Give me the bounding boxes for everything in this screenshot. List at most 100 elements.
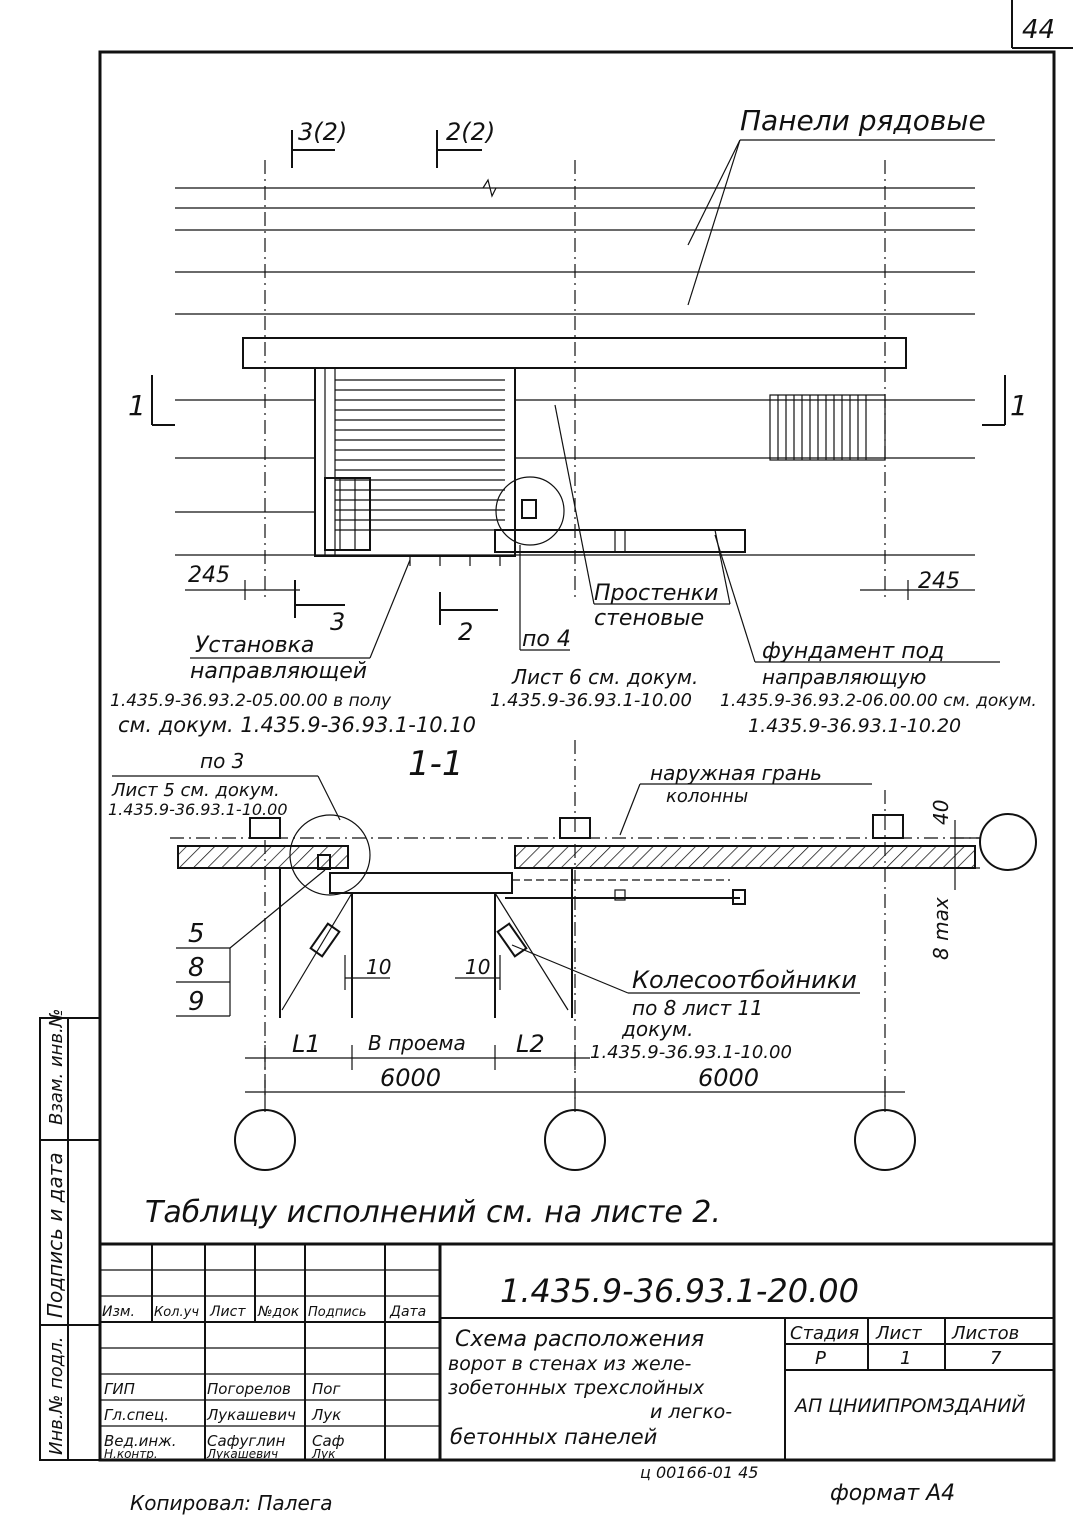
doc-title-2: ворот в стенах из желе- [448,1353,692,1375]
node-4-label-1: по 4 [522,627,571,652]
axis-bubble-1 [234,1109,296,1171]
node-4-label-2: Лист 6 см. докум. [511,665,698,689]
doc-title-1: Схема расположения [455,1327,704,1352]
panels-label: Панели рядовые [740,104,986,137]
outer-face-label-1: наружная грань [650,761,822,785]
piers-label-1: Простенки [594,581,718,606]
dim-6000-left: 6000 [380,1064,441,1092]
callout-5: 5 [188,919,205,949]
stage-value: Р [815,1348,826,1369]
doc-title-4: и легко- [650,1401,732,1423]
callout-9: 9 [188,987,205,1017]
hdr-sheet: Лист [209,1304,246,1320]
hdr-date: Дата [389,1304,426,1320]
dim-6000-right: 6000 [698,1064,759,1092]
node-4-label-3: 1.435.9-36.93.1-10.00 [490,690,692,711]
wheel-guard-label-1: Колесоотбойники [632,966,857,994]
dim-245-left: 245 [188,563,230,588]
outer-face-label-2: колонны [666,786,748,807]
guide-install-2: направляющей [190,659,367,684]
hdr-change: Изм. [102,1304,135,1320]
wall-elevation: 3(2) 2(2) Панели рядовые 1 1 245 245 3 2… [110,104,1037,737]
sign-4: Лук [311,1447,336,1461]
dim-L2: L2 [516,1030,545,1058]
dim-10-right: 10 [465,955,490,979]
node-3-circle [289,814,371,896]
role-4: Н.контр. [104,1447,158,1461]
sheet-label: Лист [875,1323,922,1344]
section-1-left: 1 [128,389,146,422]
guide-install-1: Установка [195,633,314,658]
dim-10-left: 10 [366,955,391,979]
foundation-label-2: направляющую [762,665,926,689]
axis-bubble-2 [544,1109,606,1171]
axis-bubble-row [979,813,1037,871]
wall-panel-right [514,845,976,869]
designation: 1.435.9-36.93.1-20.00 [500,1272,859,1310]
stage-label: Стадия [790,1323,859,1344]
sheet-frame [98,50,1056,1462]
foundation-label-3: 1.435.9-36.93.2-06.00.00 см. докум. [720,691,1037,711]
order-code: ц 00166-01 45 [640,1463,758,1482]
dim-245-right: 245 [918,569,960,594]
guide-install-4: см. докум. 1.435.9-36.93.1-10.10 [118,713,476,737]
sheets-value: 7 [990,1348,1002,1369]
page-number: 44 [1022,15,1055,45]
doc-title-3: зобетонных трехслойных [448,1377,705,1399]
doc-title-5: бетонных панелей [450,1425,657,1449]
foundation-label-4: 1.435.9-36.93.1-10.20 [748,715,961,737]
hdr-docno: №док [257,1304,300,1320]
role-2: Гл.спец. [104,1406,169,1424]
role-3: Вед.инж. [104,1432,177,1450]
sheets-label: Листов [951,1323,1019,1344]
wall-panel-left [177,845,349,869]
execution-table-note: Таблицу исполнений см. на листе 2. [145,1195,721,1230]
name-4: Лукашевич [206,1447,278,1461]
axis-bubble-3 [854,1109,916,1171]
copied-by: Копировал: Палега [130,1491,333,1515]
guide-install-3: 1.435.9-36.93.2-05.00.00 в полу [110,691,392,711]
wheel-guard-right [496,922,528,958]
section-title: 1-1 [408,744,464,784]
callout-8: 8 [188,953,205,983]
dim-L1: L1 [292,1030,321,1058]
role-1: ГИП [104,1380,135,1398]
side-replace-inv: Взам. инв.№ [46,1009,67,1126]
sign-3: Саф [312,1432,345,1450]
hdr-count: Кол.уч [154,1305,199,1320]
sign-2: Лук [311,1406,341,1424]
hdr-signature: Подпись [308,1305,366,1320]
foundation-label-1: фундамент под [762,639,944,664]
side-stamp: Взам. инв.№ Подпись и дата Инв.№ подл. [39,1009,101,1461]
sign-1: Пог [312,1380,340,1398]
name-2: Лукашевич [206,1406,296,1424]
title-block: 1.435.9-36.93.1-20.00 Изм. Кол.уч Лист №… [100,1242,1054,1461]
name-1: Погорелов [207,1380,291,1398]
node-3-label-1: по 3 [200,749,244,773]
dim-opening: В проема [368,1031,466,1055]
marker-2: 2 [458,618,473,646]
sheet-format: формат А4 [830,1481,955,1506]
wheel-guard-label-3: докум. [621,1017,693,1041]
window-panel-hatch [777,395,867,460]
name-3: Сафуглин [207,1432,286,1450]
dim-40: 40 [929,800,953,825]
sheet-value: 1 [900,1348,911,1369]
section-1-1: 1-1 по 3 Лист 5 см. докум. 1.435.9-36.93… [108,740,1037,1171]
node-3-label-3: 1.435.9-36.93.1-10.00 [108,800,288,819]
gate-shutter [324,379,505,551]
node-3-label-2: Лист 5 см. докум. [111,780,280,801]
dim-8max: 8 max [929,897,953,960]
section-mark-3-2: 3(2) [298,118,347,146]
piers-label-2: стеновые [594,606,704,631]
callout-group: 5 8 9 [176,869,326,1017]
wheel-guard-left [309,922,341,958]
node-4-circle [495,476,565,546]
side-sign-date: Подпись и дата [43,1152,67,1318]
section-mark-2-2: 2(2) [446,118,495,146]
wheel-guard-label-4: 1.435.9-36.93.1-10.00 [590,1042,792,1063]
marker-3: 3 [330,608,345,636]
side-inv-orig: Инв.№ подл. [46,1337,67,1455]
wheel-guard-label-2: по 8 лист 11 [632,996,763,1020]
